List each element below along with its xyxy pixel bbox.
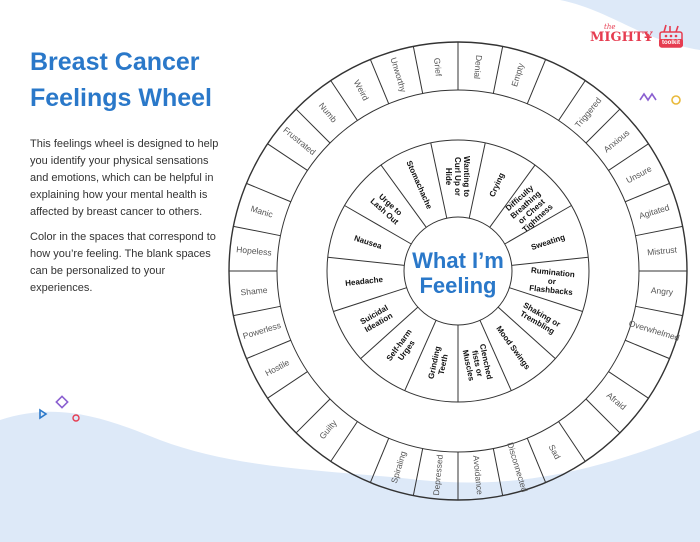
- outer-divider: [585, 108, 621, 144]
- title-line-2: Feelings Wheel: [30, 84, 212, 112]
- brand-logo: the MIGHTY + toolkit: [590, 23, 690, 50]
- outer-divider: [492, 46, 504, 94]
- inner-divider: [333, 287, 407, 312]
- outer-divider: [492, 448, 504, 496]
- inner-divider: [344, 205, 412, 245]
- outer-divider: [625, 339, 670, 360]
- outer-divider: [526, 59, 547, 104]
- outer-ring-label: Mistrust: [647, 244, 678, 257]
- inner-divider: [489, 164, 536, 228]
- outer-divider: [233, 225, 281, 237]
- inner-ring-label: Headache: [345, 275, 384, 288]
- inner-divider: [468, 142, 486, 219]
- inner-divider: [511, 256, 589, 266]
- outer-divider: [635, 305, 683, 317]
- brand-name: MIGHTY: [590, 30, 653, 45]
- inner-divider: [430, 142, 448, 219]
- outer-divider: [330, 80, 358, 121]
- page-title: Breast Cancer Feelings Wheel: [30, 44, 250, 116]
- outer-ring-label: Denial: [472, 55, 484, 80]
- description-paragraph: This feelings wheel is designed to help …: [30, 138, 219, 218]
- inner-divider: [360, 306, 419, 360]
- inner-divider: [327, 256, 405, 266]
- outer-divider: [585, 398, 621, 434]
- center-title-line-1: What I’m: [412, 248, 504, 273]
- inner-divider: [479, 320, 512, 391]
- brand-plus: +: [644, 29, 653, 45]
- outer-divider: [330, 421, 358, 462]
- inner-divider: [380, 164, 427, 228]
- outer-divider: [246, 182, 291, 203]
- outer-divider: [412, 46, 424, 94]
- outer-ring-label: Hopeless: [236, 244, 272, 257]
- outer-divider: [295, 108, 331, 144]
- outer-ring-label: Shame: [240, 285, 268, 298]
- description-paragraph: Color in the spaces that correspond to h…: [30, 231, 216, 294]
- outer-divider: [635, 225, 683, 237]
- outer-ring-label: Depressed: [431, 454, 445, 496]
- outer-divider: [267, 143, 308, 171]
- outer-divider: [558, 421, 586, 462]
- outer-divider: [412, 448, 424, 496]
- outer-divider: [246, 339, 291, 360]
- inner-ring-label: Wanting toCurl Up orHide: [444, 156, 471, 197]
- center-title-line-2: Feeling: [419, 273, 496, 298]
- title-line-1: Breast Cancer: [30, 48, 200, 76]
- outer-ring-label: Avoidance: [471, 455, 485, 496]
- description: This feelings wheel is designed to help …: [30, 136, 220, 305]
- brand-the: the: [604, 23, 616, 31]
- outer-ring-label: Angry: [650, 285, 674, 297]
- outer-divider: [608, 143, 649, 171]
- outer-divider: [267, 371, 308, 399]
- outer-divider: [625, 182, 670, 203]
- brand-toolkit: toolkit: [659, 39, 683, 47]
- inner-divider: [404, 320, 437, 391]
- outer-divider: [369, 59, 390, 104]
- outer-divider: [295, 398, 331, 434]
- inner-divider: [497, 306, 556, 360]
- outer-divider: [233, 305, 281, 317]
- outer-ring-label: Grief: [432, 57, 444, 77]
- inner-divider: [509, 287, 583, 312]
- outer-divider: [526, 438, 547, 483]
- inner-divider: [504, 205, 572, 245]
- inner-ring-label: GrindingTeeth: [427, 345, 452, 381]
- outer-divider: [558, 80, 586, 121]
- outer-divider: [608, 371, 649, 399]
- outer-divider: [369, 438, 390, 483]
